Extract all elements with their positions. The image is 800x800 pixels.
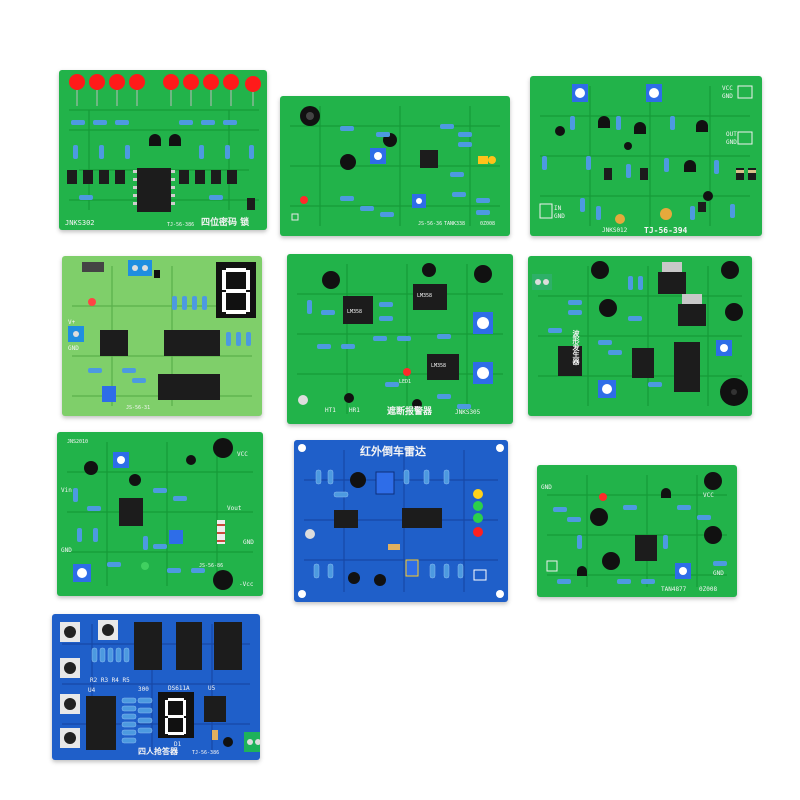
board-graphic xyxy=(297,263,503,414)
d1-label: D1 xyxy=(174,741,182,748)
in-gnd-label: GND xyxy=(554,213,565,220)
vout-label: Vout xyxy=(227,505,242,512)
ic-chip xyxy=(420,150,438,168)
display-label: DS611A xyxy=(168,685,190,692)
board-title: 红外倒车雷达 xyxy=(360,445,426,458)
gnd-label: GND xyxy=(61,547,72,554)
vcc-label: V+ xyxy=(68,319,76,326)
hr1-label: HR1 xyxy=(349,407,360,414)
vee-label: -Vcc xyxy=(239,581,254,588)
board-graphic xyxy=(532,261,748,406)
board-audio-amplifier: GND VCC GND TAN4877 0Z008 xyxy=(537,465,737,597)
board-title: 四人抢答器 xyxy=(138,747,178,756)
model-label: JNKS012 xyxy=(602,227,628,234)
gnd-label: GND xyxy=(722,93,733,100)
part-label: JS-56-86 xyxy=(199,563,224,569)
part-label: JS-56-36 xyxy=(418,221,443,227)
u4-label: U4 xyxy=(88,687,96,694)
vcc-label: VCC xyxy=(703,492,714,499)
board-graphic xyxy=(298,444,504,598)
date-label: 0Z008 xyxy=(480,221,496,227)
board-quiz-buzzer: R2 R3 R4 R5 U4 300 DS611A U5 D1 四人抢答器 TJ… xyxy=(52,614,260,760)
gnd-label: GND xyxy=(541,484,552,491)
board-title: 遮断报警器 xyxy=(387,407,433,417)
model-label: TAN4877 xyxy=(661,586,687,593)
vcc-label: VCC xyxy=(237,451,248,458)
board-title: 四位密码 锁 xyxy=(201,218,250,228)
board-break-alarm: LM358 LM358 LM358 LED1 HT1 HR1 遮断报警器 JNK… xyxy=(287,254,513,424)
board-graphic xyxy=(290,106,500,226)
model-label: JNKS305 xyxy=(455,409,481,416)
model-label: JNS2010 xyxy=(67,439,89,445)
gnd-label: GND xyxy=(68,345,79,352)
main-ic xyxy=(137,168,171,212)
u5-label: U5 xyxy=(208,685,216,692)
board-title: 波形发生器 xyxy=(572,330,580,365)
date-label: 0Z008 xyxy=(699,586,718,593)
push-buttons xyxy=(60,620,118,748)
screw-terminal xyxy=(128,260,152,276)
resistor-list-label: R2 R3 R4 R5 xyxy=(90,677,130,684)
led-label: LED1 xyxy=(399,379,412,385)
part-label: TJ-56-386 xyxy=(192,750,220,756)
out-gnd-label: GND xyxy=(726,139,737,146)
board-infrared-radar: 红外倒车雷达 xyxy=(294,440,508,602)
ic2-label: LM358 xyxy=(417,293,433,299)
part-label: JS-56-31 xyxy=(126,405,151,411)
gnd2-label: GND xyxy=(713,570,724,577)
ht1-label: HT1 xyxy=(325,407,336,414)
board-graphic xyxy=(67,438,253,590)
board-graphic xyxy=(60,620,260,752)
part-label: TJ-56-386 xyxy=(167,222,195,228)
gnd2-label: GND xyxy=(243,539,254,546)
board-graphic xyxy=(67,74,261,212)
board-graphic xyxy=(546,472,727,587)
part-label: TJ-56-394 xyxy=(644,226,688,235)
ic3-label: LM358 xyxy=(431,363,447,369)
board-op-amp: JNS2010 VCC Vin Vout GND GND JS-56-86 -V… xyxy=(57,432,263,596)
code-label: 300 xyxy=(138,686,149,693)
board-graphic xyxy=(539,84,756,226)
board-counter-display: V+ GND JS-56-31 xyxy=(62,256,262,416)
model-label: TANK338 xyxy=(444,221,466,227)
board-light-control-circuit: JS-56-36 TANK338 0Z008 xyxy=(280,96,510,236)
out-label: OUT xyxy=(726,131,737,138)
board-graphic xyxy=(68,260,256,406)
board-four-digit-code-lock: JNKS302 TJ-56-386 四位密码 锁 xyxy=(59,70,267,230)
in-label: IN xyxy=(554,205,562,212)
ic1-label: LM358 xyxy=(347,309,363,315)
led-row xyxy=(69,74,261,92)
board-waveform-generator: 波形发生器 xyxy=(528,256,752,416)
model-label: JNKS302 xyxy=(65,219,95,227)
vcc-label: VCC xyxy=(722,85,733,92)
vin-label: Vin xyxy=(61,487,72,494)
board-multivibrator: VCC GND OUT GND IN GND JNKS012 TJ-56-394 xyxy=(530,76,762,236)
